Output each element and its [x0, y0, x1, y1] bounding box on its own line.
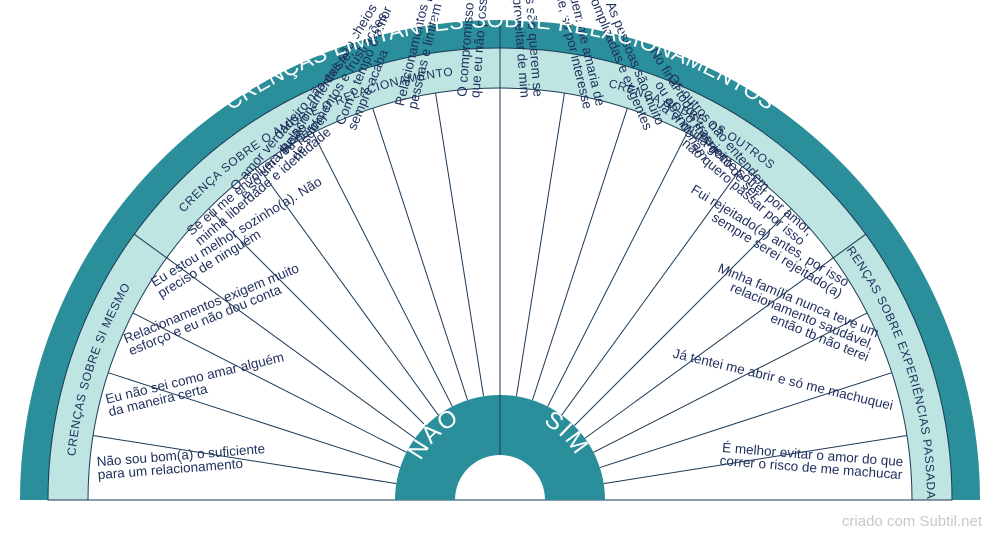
wedge-divider — [603, 435, 908, 485]
wedge-divider — [435, 92, 485, 397]
category-divider — [134, 233, 167, 259]
wedge-divider — [257, 166, 439, 416]
wedge-divider — [372, 108, 469, 401]
credit-text: criado com Subtil.net — [841, 513, 982, 530]
wedge-divider — [599, 372, 892, 469]
category-divider — [833, 233, 866, 259]
wedge-divider — [515, 92, 565, 397]
wedge-divider — [92, 435, 397, 485]
wedge-divider — [108, 372, 401, 469]
wedge-divider — [166, 257, 416, 439]
wedge-divider — [584, 257, 834, 439]
wedge-divider — [132, 312, 407, 453]
wedge-divider — [593, 312, 868, 453]
wedge-divider — [531, 108, 628, 401]
wedge-divider — [208, 208, 427, 427]
wedge-divider — [312, 132, 453, 407]
wedge-divider — [561, 166, 743, 416]
category-dividers — [134, 20, 866, 259]
wedge-divider — [573, 208, 792, 427]
wedge-dividers — [92, 88, 908, 485]
wedge-divider — [547, 132, 688, 407]
